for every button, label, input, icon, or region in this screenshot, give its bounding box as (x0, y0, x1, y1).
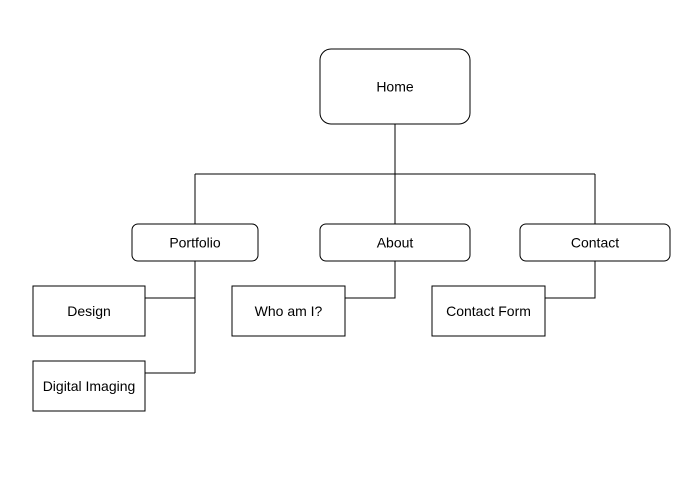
node-contact-form: Contact Form (431, 285, 546, 337)
node-design: Design (32, 285, 146, 337)
connectors (145, 124, 596, 374)
node-portfolio-box (131, 223, 259, 262)
node-contact-form-label: Contact Form (446, 303, 531, 319)
node-contact: Contact (519, 223, 671, 262)
node-who-am-i-box (231, 285, 346, 337)
edge-contact-contact-form (545, 261, 596, 299)
node-about: About (319, 223, 471, 262)
node-contact-label: Contact (571, 235, 619, 251)
node-digital-imaging-label: Digital Imaging (43, 378, 136, 394)
node-who-am-i: Who am I? (231, 285, 346, 337)
node-about-box (319, 223, 471, 262)
node-digital-imaging-box (32, 360, 146, 412)
node-home-box (319, 48, 471, 125)
node-contact-box (519, 223, 671, 262)
node-home-label: Home (376, 79, 414, 95)
node-design-label: Design (67, 303, 111, 319)
node-contact-form-box (431, 285, 546, 337)
edge-portfolio-children (145, 261, 196, 374)
node-home: Home (319, 48, 471, 125)
node-about-label: About (377, 235, 414, 251)
node-portfolio: Portfolio (131, 223, 259, 262)
node-design-box (32, 285, 146, 337)
node-who-am-i-label: Who am I? (255, 303, 323, 319)
edge-about-who-am-i (345, 261, 396, 299)
node-digital-imaging: Digital Imaging (32, 360, 146, 412)
node-portfolio-label: Portfolio (169, 235, 221, 251)
edge-home-children (194, 124, 596, 224)
